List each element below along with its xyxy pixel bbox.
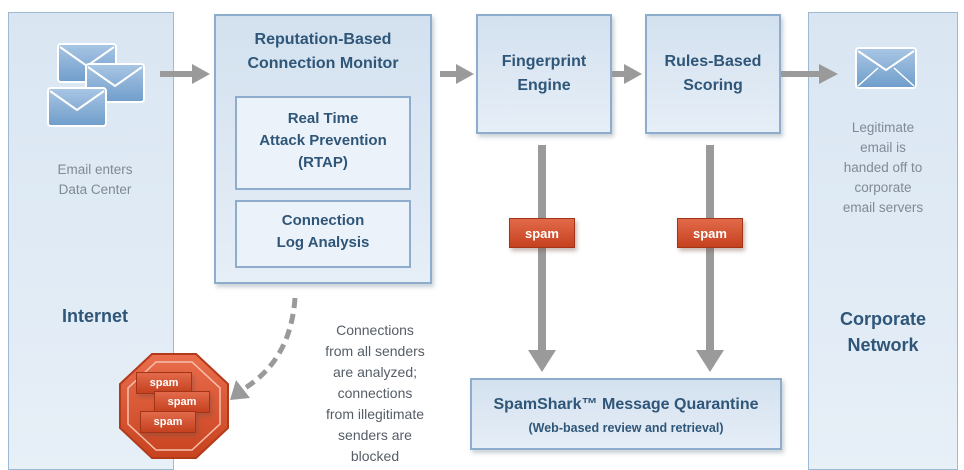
blocked-spam-tag-3: spam	[140, 411, 196, 433]
log-analysis-label: Connection Log Analysis	[276, 212, 370, 251]
arrow-blocked-dashed	[230, 297, 298, 400]
internet-title: Internet	[61, 306, 128, 326]
spam-tag-rules: spam	[677, 218, 743, 248]
blocked-connections-note: Connections from all senders are analyze…	[325, 322, 425, 464]
arrow-monitor-to-fingerprint	[440, 64, 474, 84]
quarantine-subtitle: (Web-based review and retrieval)	[528, 421, 724, 435]
rules-scoring-box	[645, 14, 781, 134]
arrow-fingerprint-to-rules	[612, 64, 642, 84]
delivered-email-icon	[855, 47, 917, 89]
email-stack-icon	[47, 43, 145, 127]
rules-scoring-title: Rules-Based Scoring	[664, 53, 762, 94]
corporate-caption: Legitimate email is handed off to corpor…	[842, 120, 924, 215]
fingerprint-engine-title: Fingerprint Engine	[501, 53, 587, 94]
arrow-rules-to-quarantine	[696, 145, 724, 372]
quarantine-title: SpamShark™ Message Quarantine	[493, 396, 759, 413]
log-analysis-box	[235, 200, 411, 268]
blocked-spam-tag-2: spam	[154, 391, 210, 413]
rtap-label: Real Time Attack Prevention (RTAP)	[259, 110, 387, 171]
internet-caption: Email enters Data Center	[57, 162, 133, 197]
rtap-box	[235, 96, 411, 190]
connection-monitor-title: Reputation-Based Connection Monitor	[247, 31, 399, 72]
quarantine-box	[470, 378, 782, 450]
arrow-fingerprint-to-quarantine	[528, 145, 556, 372]
fingerprint-engine-box	[476, 14, 612, 134]
arrow-internet-to-monitor	[160, 64, 210, 84]
arrow-rules-to-corporate	[781, 64, 838, 84]
corporate-title: Corporate Network	[839, 309, 926, 355]
spam-tag-fingerprint: spam	[509, 218, 575, 248]
